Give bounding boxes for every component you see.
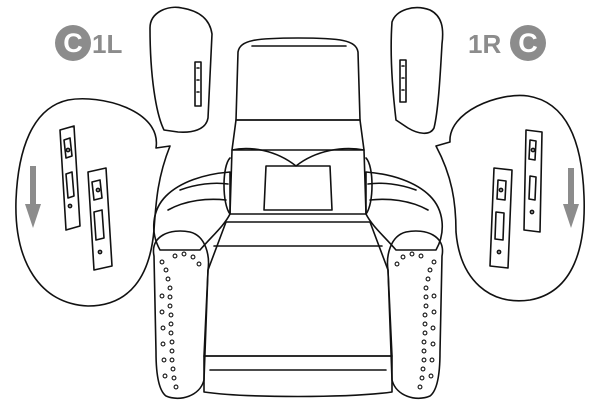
left-rail-back <box>59 125 81 231</box>
right-down-arrow-icon <box>563 168 579 228</box>
left-part-badge: C <box>55 25 91 61</box>
right-part-label: 1R <box>468 29 502 59</box>
right-part-badge: C <box>510 25 546 61</box>
left-part-label: 1L <box>92 29 123 59</box>
left-back-panel <box>149 6 213 133</box>
right-rail-back <box>523 129 543 233</box>
recliner-chair <box>152 37 444 400</box>
left-callout-bubble <box>15 98 171 307</box>
left-down-arrow-icon <box>25 166 41 228</box>
left-rail-front <box>87 167 113 271</box>
right-callout-bubble <box>435 94 585 302</box>
right-back-panel <box>390 6 444 135</box>
right-rail-front <box>489 167 513 269</box>
